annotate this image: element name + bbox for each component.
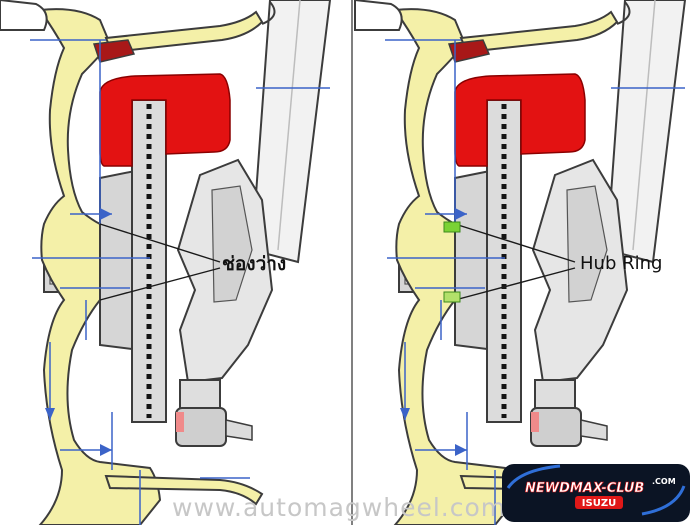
svg-text:ISUZU: ISUZU bbox=[582, 498, 616, 509]
hub-ring-label: Hub Ring bbox=[580, 253, 662, 274]
hub-ring-lower bbox=[443, 291, 461, 303]
svg-text:NEWDMAX-CLUB: NEWDMAX-CLUB bbox=[525, 481, 644, 496]
gap-label: ช่องว่าง bbox=[222, 253, 286, 275]
site-watermark: www.automagwheel.com bbox=[172, 493, 506, 522]
svg-text:.COM: .COM bbox=[652, 477, 676, 486]
hub-ring-upper bbox=[443, 221, 461, 233]
club-logo: NEWDMAX-CLUB .COM ISUZU bbox=[502, 464, 690, 522]
